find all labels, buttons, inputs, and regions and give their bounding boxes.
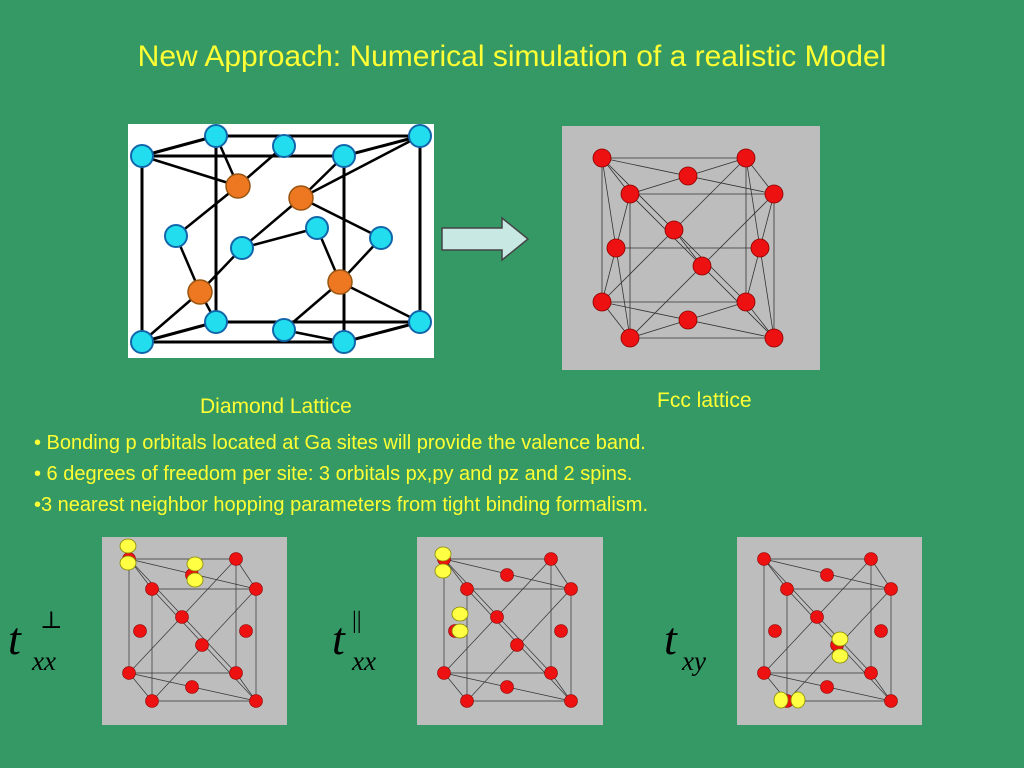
hopping-panel-xy: [737, 537, 922, 725]
arrow-right-icon: [441, 216, 530, 262]
bullet-item: • Bonding p orbitals located at Ga sites…: [34, 432, 646, 454]
diamond-lattice-caption: Diamond Lattice: [200, 395, 352, 418]
bullet-item: •3 nearest neighbor hopping parameters f…: [34, 494, 648, 516]
bullet-list: • Bonding p orbitals located at Ga sites…: [34, 428, 994, 521]
diamond-lattice-figure: [128, 124, 434, 358]
fcc-lattice-figure: [562, 126, 820, 370]
hopping-panel-perp: [102, 537, 287, 725]
slide-title: New Approach: Numerical simulation of a …: [137, 40, 887, 73]
fcc-lattice-caption: Fcc lattice: [657, 389, 752, 412]
bullet-item: • 6 degrees of freedom per site: 3 orbit…: [34, 463, 633, 485]
hopping-formula-parallel: t || xx: [332, 608, 376, 676]
hopping-formula-perp: t ⊥ xx: [8, 608, 63, 676]
hopping-formula-xy: t xy: [664, 613, 706, 676]
hopping-panel-parallel: [417, 537, 603, 725]
